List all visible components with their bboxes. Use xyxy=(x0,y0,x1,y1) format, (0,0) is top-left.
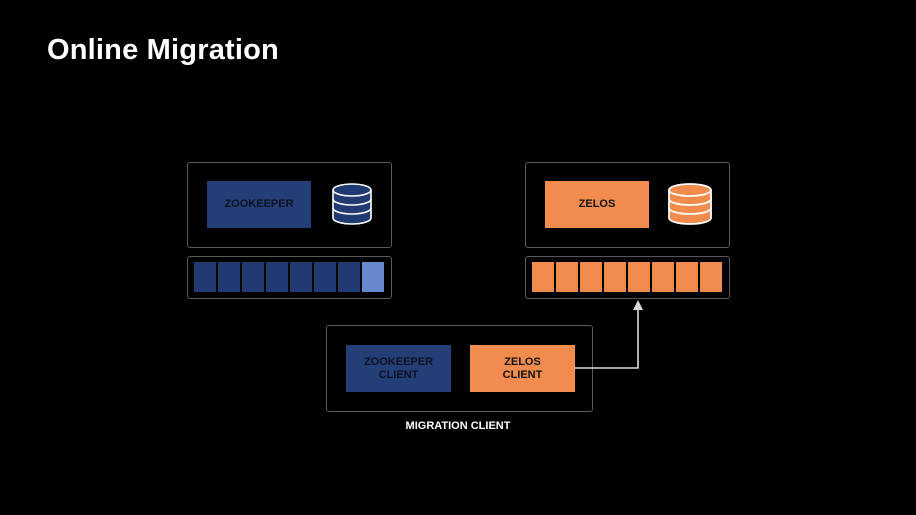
zelos-box: ZELOS xyxy=(545,181,649,228)
database-icon xyxy=(332,183,372,225)
queue-cell xyxy=(532,262,554,292)
zelos-client-box: ZELOS CLIENT xyxy=(470,345,575,392)
queue-cell xyxy=(676,262,698,292)
queue-cell xyxy=(580,262,602,292)
zookeeper-queue xyxy=(194,262,384,292)
queue-cell xyxy=(218,262,240,292)
zelos-queue xyxy=(532,262,722,292)
zelos-server-frame: ZELOS xyxy=(525,162,730,248)
zookeeper-queue-frame xyxy=(187,256,392,299)
database-icon xyxy=(668,183,712,225)
zelos-queue-frame xyxy=(525,256,730,299)
queue-cell xyxy=(290,262,312,292)
queue-cell xyxy=(194,262,216,292)
migration-client-frame: ZOOKEEPER CLIENT ZELOS CLIENT xyxy=(326,325,593,412)
queue-cell xyxy=(604,262,626,292)
zookeeper-box: ZOOKEEPER xyxy=(207,181,311,228)
zookeeper-server-frame: ZOOKEEPER xyxy=(187,162,392,248)
queue-cell xyxy=(628,262,650,292)
queue-cell xyxy=(314,262,336,292)
queue-cell xyxy=(266,262,288,292)
queue-cell xyxy=(652,262,674,292)
queue-cell xyxy=(700,262,722,292)
queue-cell xyxy=(242,262,264,292)
queue-cell xyxy=(338,262,360,292)
queue-cell xyxy=(362,262,384,292)
page-title: Online Migration xyxy=(47,34,279,66)
queue-cell xyxy=(556,262,578,292)
migration-client-caption: MIGRATION CLIENT xyxy=(405,420,511,432)
zookeeper-client-box: ZOOKEEPER CLIENT xyxy=(346,345,451,392)
